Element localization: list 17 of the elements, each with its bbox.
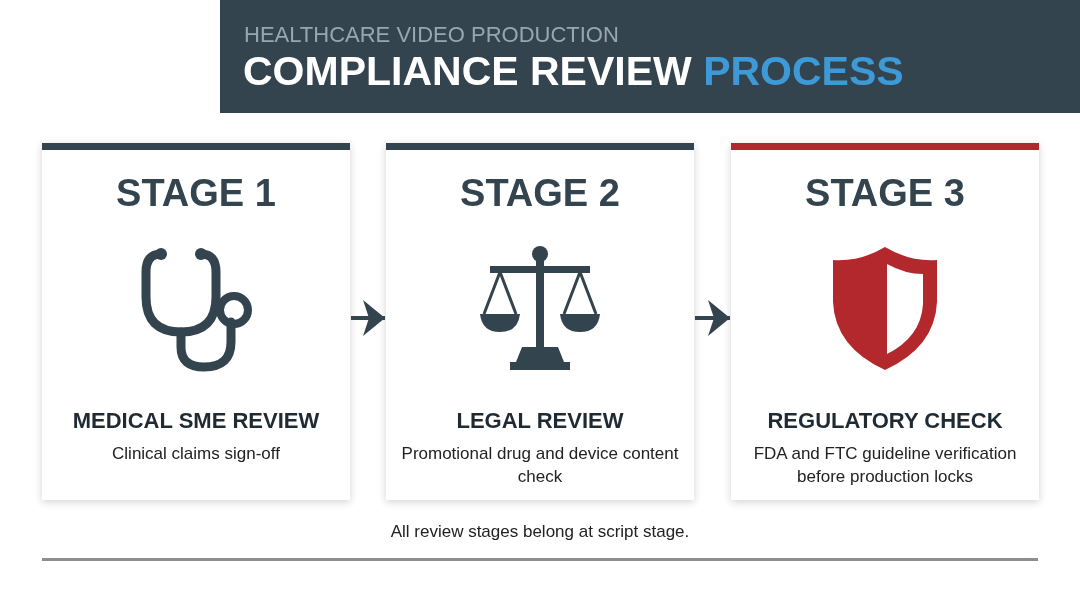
stage-card <box>42 143 350 500</box>
review-description: FDA and FTC guideline verification before production locks <box>752 443 1018 488</box>
stage-heading: STAGE 1 <box>115 172 277 215</box>
review-title: REGULATORY CHECK <box>766 408 1004 434</box>
stage-heading: STAGE 2 <box>459 172 621 215</box>
review-description: Clinical claims sign-off <box>111 443 281 465</box>
review-title: LEGAL REVIEW <box>455 408 625 434</box>
stage-heading: STAGE 3 <box>804 172 966 215</box>
heading-kicker: HEALTHCARE VIDEO PRODUCTION <box>244 22 619 48</box>
chevron-arrow <box>695 300 730 336</box>
caption-note: All review stages belong at script stage. <box>389 522 691 542</box>
main-title: COMPLIANCE REVIEW PROCESS <box>243 48 904 95</box>
chevron-arrow <box>351 300 385 336</box>
stage-card <box>386 143 694 500</box>
review-description: Promotional drug and device content check <box>400 443 680 488</box>
stage-card <box>731 143 1039 500</box>
review-title: MEDICAL SME REVIEW <box>71 408 321 434</box>
